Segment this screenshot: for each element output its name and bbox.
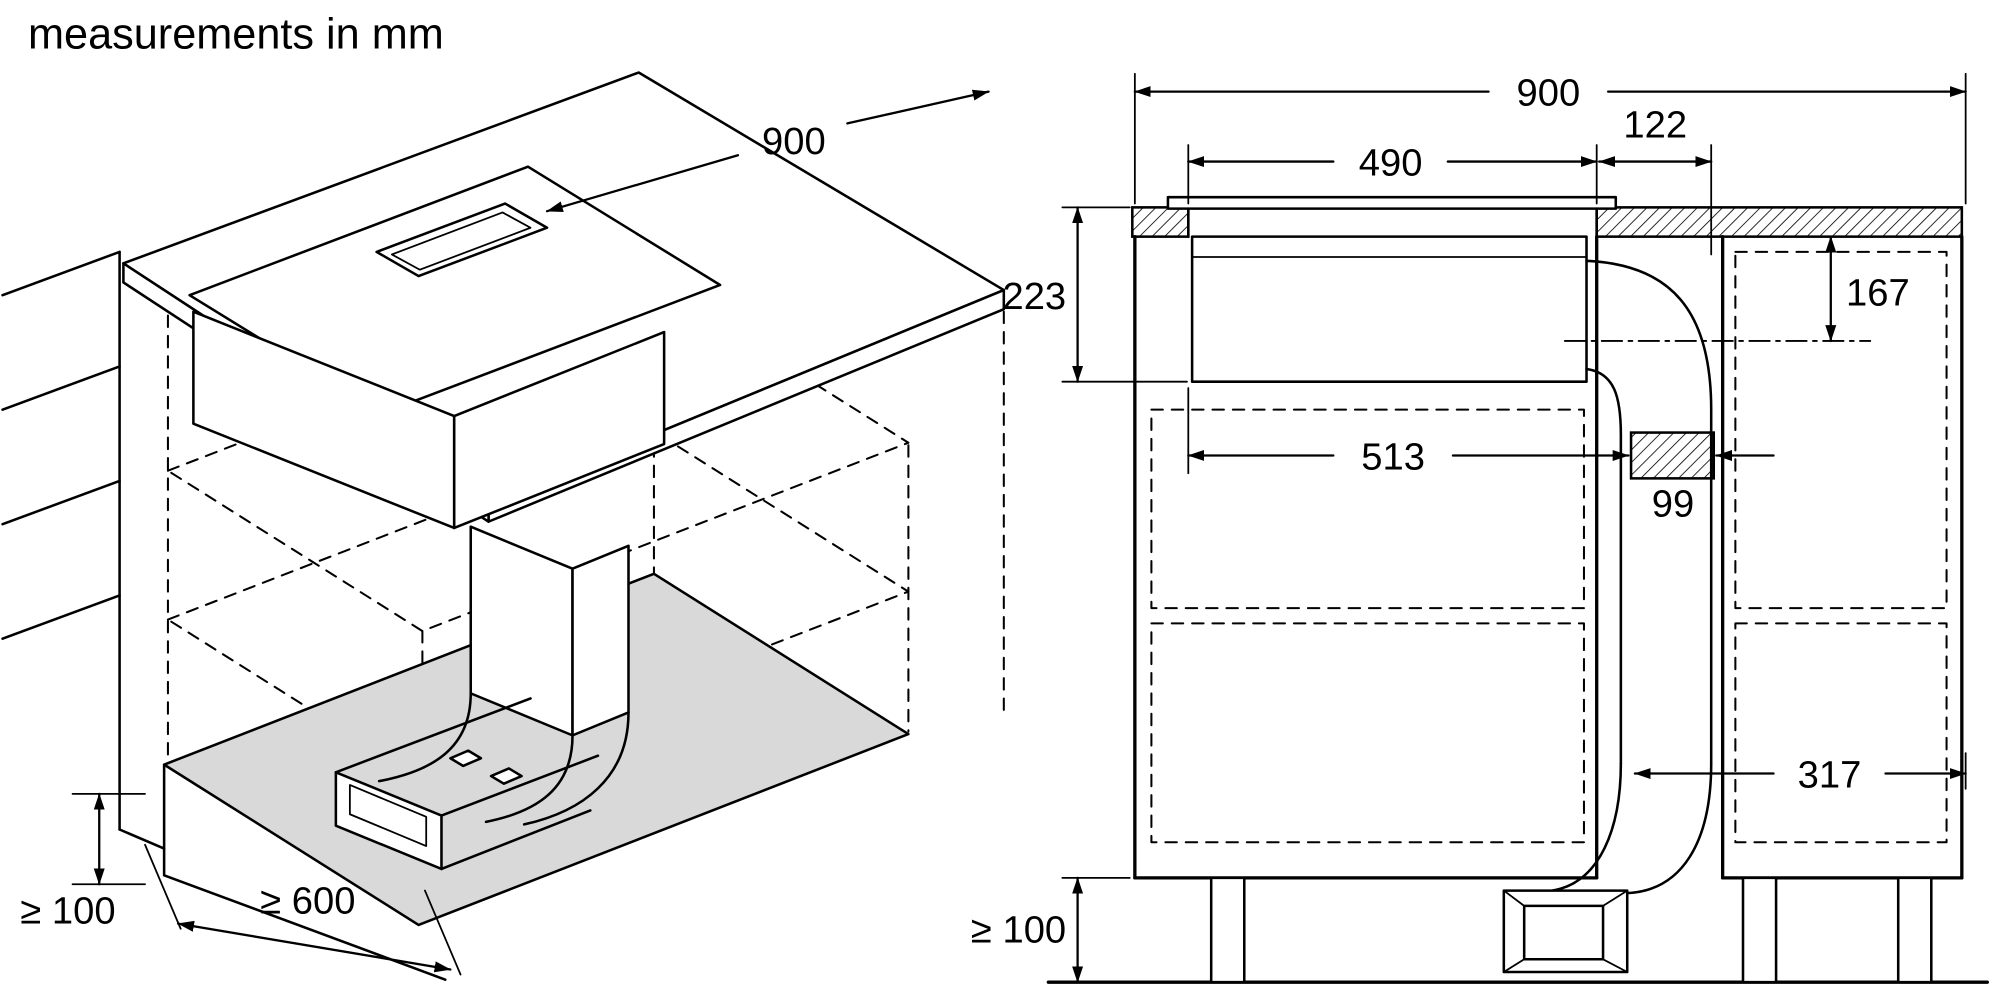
cabinet-structure [1046,234,1989,984]
hob-box-section [1190,235,1588,383]
section-hidden-lines [1150,250,1948,844]
dim-side-clearance: 317 [1633,752,1967,797]
dim-duct-offset: 122 [1598,103,1713,256]
dim-label-iso-min100: ≥ 100 [20,890,115,933]
hob-glass-section [1166,195,1618,210]
dim-installation-depth: 223 [1002,206,1188,383]
dim-label-223: 223 [1002,275,1066,318]
worktop-section-right [1595,206,1964,238]
duct-vertical [469,525,630,737]
dim-label-122: 122 [1623,103,1687,146]
dim-label-iso-900: 900 [762,120,826,163]
cabinet-leg [1741,876,1778,984]
cabinet-leg [1896,876,1933,984]
dim-duct-width: 99 [1629,431,1775,526]
dim-label-section-min100: ≥ 100 [971,909,1066,952]
page-title: measurements in mm [28,10,444,58]
duct-section [1502,259,1713,974]
dim-label-99: 99 [1652,483,1694,526]
dim-iso-width: 900 [545,89,990,213]
vent-slot [375,202,549,278]
dim-label-iso-min600: ≥ 600 [260,879,355,922]
dim-iso-plinth-height: ≥ 100 [20,792,146,933]
dim-section-plinth-height: ≥ 100 [971,876,1131,984]
plinth-duct [334,692,630,871]
dim-appliance-width: 513 [1187,387,1630,478]
dim-iso-cabinet-width: ≥ 600 [144,843,462,976]
dim-label-317: 317 [1798,754,1862,797]
hob [188,165,722,415]
dim-label-900: 900 [1517,72,1581,115]
dim-cutout-width: 490 [1187,142,1598,205]
worktop-section-left [1131,206,1190,238]
dim-label-513: 513 [1361,435,1425,478]
dim-duct-axis: 167 [1825,235,1910,343]
dim-label-167: 167 [1846,271,1910,314]
dim-label-490: 490 [1359,142,1423,185]
dim-total-width: 900 [1133,72,1967,205]
cabinet-leg [1209,876,1246,984]
section-view: 900 490 122 223 167 [971,72,1989,984]
duct-cross-section [1629,431,1716,480]
hob-housing [192,310,666,530]
iso-view: 900 ≥ 100 ≥ 600 [1,71,1006,981]
